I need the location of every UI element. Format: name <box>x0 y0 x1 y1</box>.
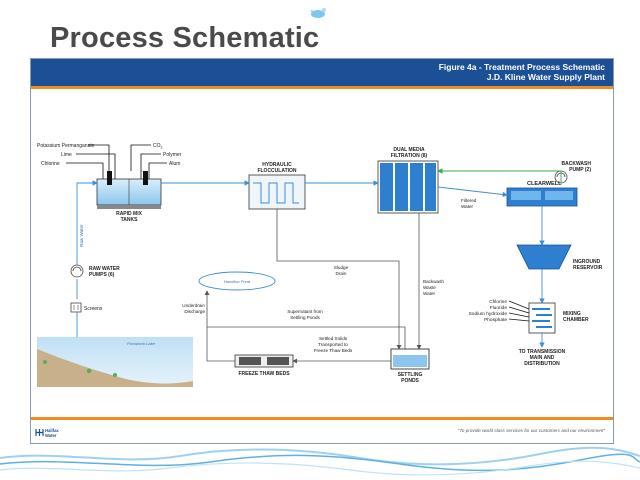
raw-water-pipe <box>76 180 98 265</box>
label-potassium-permanganate: Potassium Permanganate <box>37 143 95 149</box>
svg-text:Hamilton Pond: Hamilton Pond <box>224 279 251 284</box>
figure-header: Figure 4a - Treatment Process Schematic … <box>31 59 613 86</box>
svg-text:Sludge: Sludge <box>334 265 349 270</box>
mixing-chamber-label-2: CHAMBER <box>563 317 589 323</box>
svg-text:Backwash: Backwash <box>423 279 444 284</box>
supernatant-line <box>204 290 406 349</box>
svg-text:TO TRANSMISSION: TO TRANSMISSION <box>519 349 566 355</box>
label-co2: CO2 <box>153 143 163 150</box>
figure-subtitle: J.D. Kline Water Supply Plant <box>486 72 605 82</box>
svg-text:RAW WATER: RAW WATER <box>89 266 120 272</box>
label-sodium-hydroxide: Sodium hydroxide <box>469 311 508 317</box>
label-polymer: Polymer <box>163 152 182 158</box>
svg-text:PUMPS (6): PUMPS (6) <box>89 272 115 278</box>
clearwell: CLEARWELL <box>506 181 578 207</box>
flocculation-label: HYDRAULIC <box>262 162 292 168</box>
label-phosphate: Phosphate <box>484 317 507 323</box>
filtration-label-2: FILTRATION (8) <box>391 153 428 159</box>
label-alum: Alum <box>169 161 180 167</box>
backwash-return <box>437 168 562 183</box>
svg-text:DISTRIBUTION: DISTRIBUTION <box>524 361 560 367</box>
header-stripe <box>31 86 613 89</box>
svg-text:Underdrain: Underdrain <box>182 303 205 308</box>
svg-text:Discharge: Discharge <box>184 309 205 314</box>
settling-ponds: SETTLING PONDS <box>390 348 430 384</box>
svg-text:MAIN AND: MAIN AND <box>530 355 555 361</box>
rapid-mix-tanks: RAPID MIX TANKS <box>96 171 162 223</box>
figure-panel: Figure 4a - Treatment Process Schematic … <box>30 58 614 444</box>
filtration-label: DUAL MEDIA <box>393 147 425 153</box>
transmission-label: TO TRANSMISSION MAIN AND DISTRIBUTION <box>519 349 566 367</box>
svg-text:Filtered: Filtered <box>461 198 477 203</box>
inground-label-2: RESERVOIR <box>573 265 603 271</box>
halifax-water-logo-icon <box>35 429 44 436</box>
svg-text:Drain: Drain <box>336 271 347 276</box>
hydraulic-flocculation: HYDRAULIC FLOCCULATION <box>248 162 306 210</box>
svg-text:Freeze Thaw Beds: Freeze Thaw Beds <box>314 348 353 353</box>
raw-water-label: Raw Water <box>79 224 84 247</box>
label-fluoride: Fluoride <box>490 305 508 311</box>
mixing-chamber: MIXING CHAMBER <box>528 302 589 334</box>
post-chemical-lines <box>508 300 530 322</box>
svg-text:Water: Water <box>423 291 436 296</box>
svg-text:Pockwock Lake: Pockwock Lake <box>127 341 156 346</box>
chemical-labels: Potassium Permanganate CO2 Lime Polymer … <box>37 143 182 167</box>
freeze-thaw-beds: FREEZE THAW BEDS <box>234 354 294 377</box>
inground-reservoir: INGROUND RESERVOIR <box>516 244 603 271</box>
svg-text:FREEZE THAW BEDS: FREEZE THAW BEDS <box>238 371 290 377</box>
wave-decoration <box>0 446 640 476</box>
label-post-chlorine: Chlorine <box>489 299 507 305</box>
halifax-water-logo-text: Halifax Water <box>45 428 59 438</box>
water-flow-pipes <box>76 180 545 348</box>
svg-text:PONDS: PONDS <box>401 378 419 384</box>
rapid-mix-label: RAPID MIX <box>116 211 143 217</box>
waste-lines <box>204 209 422 364</box>
svg-text:Transported to: Transported to <box>318 342 348 347</box>
clearwell-label: CLEARWELL <box>527 181 562 187</box>
flow-labels: Sludge Drain Backwash Waste Water Underd… <box>182 265 444 353</box>
svg-text:Settled Solids: Settled Solids <box>319 336 348 341</box>
figure-title: Figure 4a - Treatment Process Schematic <box>438 62 605 72</box>
svg-text:Supernatant from: Supernatant from <box>287 309 323 314</box>
backwash-pump-label: BACKWASH <box>562 161 592 167</box>
dual-media-filtration: DUAL MEDIA FILTRATION (8) <box>377 147 439 214</box>
inground-label: INGROUND <box>573 259 601 265</box>
label-chlorine: Chlorine <box>41 161 60 167</box>
rapid-mix-label-2: TANKS <box>121 217 139 223</box>
post-chemical-labels: Chlorine Fluoride Sodium hydroxide Phosp… <box>469 299 508 323</box>
pockwock-lake: Pockwock Lake <box>37 337 193 387</box>
footer-quote: "To provide world class services for our… <box>457 428 605 433</box>
svg-text:Water: Water <box>461 204 474 209</box>
label-lime: Lime <box>61 152 72 158</box>
svg-text:SETTLING: SETTLING <box>398 372 423 378</box>
svg-text:Waste: Waste <box>423 285 436 290</box>
backwash-pump-label-2: PUMP (2) <box>569 167 591 173</box>
droplet-icon <box>310 8 326 18</box>
backwash-pump: BACKWASH PUMP (2) <box>554 161 592 184</box>
filtered-water-label: Filtered Water <box>461 198 477 209</box>
raw-water-pumps: RAW WATER PUMPS (6) <box>70 264 120 278</box>
flocculation-label-2: FLOCCULATION <box>257 168 296 174</box>
process-diagram: Potassium Permanganate CO2 Lime Polymer … <box>37 143 603 387</box>
screens: Screens <box>70 302 103 313</box>
footer-stripe <box>31 417 613 420</box>
mixing-chamber-label: MIXING <box>563 311 581 317</box>
hamilton-pond: Hamilton Pond <box>198 271 276 291</box>
slide-title: Process Schematic <box>50 22 320 54</box>
svg-text:Screens: Screens <box>84 306 103 312</box>
sludge-drain-line <box>276 209 402 350</box>
svg-text:Settling Ponds: Settling Ponds <box>290 315 320 320</box>
screen-icon <box>70 302 82 313</box>
